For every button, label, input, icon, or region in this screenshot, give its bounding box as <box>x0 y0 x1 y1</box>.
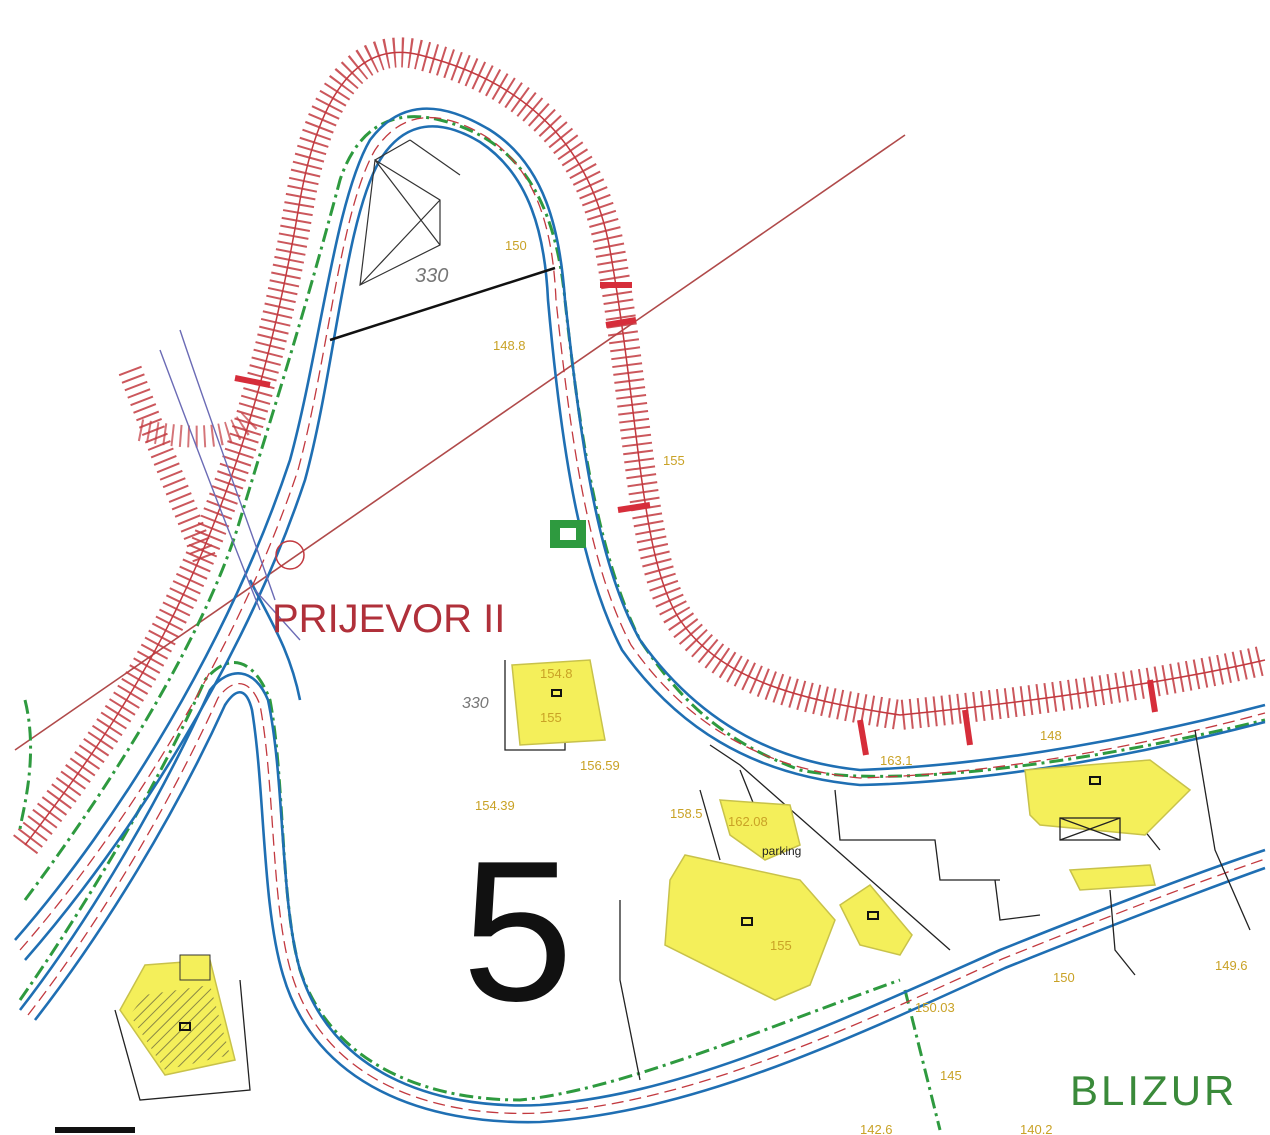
elevation-label-7: 158.5 <box>670 806 703 821</box>
elevation-label-14: 142.6 <box>860 1122 893 1135</box>
buildings <box>119 659 1192 1076</box>
slope-accents <box>234 282 1158 756</box>
area-name-label: PRIJEVOR II <box>272 597 505 641</box>
black-line <box>329 266 556 342</box>
elevation-label-10: 150 <box>1053 970 1075 985</box>
building-1 <box>511 659 606 746</box>
crossed-box <box>1059 817 1121 841</box>
embankment-hatching <box>13 37 1269 855</box>
building-3 <box>664 854 836 1001</box>
elevation-label-4: 155 <box>540 710 562 725</box>
elevation-label-3: 154.8 <box>540 666 573 681</box>
elevation-labels: 150 148.8 155 154.8 155 156.59 154.39 15… <box>475 238 1248 1135</box>
building-8 <box>179 954 211 981</box>
house-markers <box>179 689 1101 1031</box>
elevation-label-11: 149.6 <box>1215 958 1248 973</box>
elevation-label-8: 162.08 <box>728 814 768 829</box>
building-2 <box>718 799 801 861</box>
zone-number-label: 5 <box>462 820 573 1043</box>
area-name-2-label: BLIZUR <box>1070 1067 1237 1114</box>
elevation-label-9: 155 <box>770 938 792 953</box>
elevation-label-16: 148 <box>1040 728 1062 743</box>
elevation-label-5: 156.59 <box>580 758 620 773</box>
pylon-triangle <box>359 139 461 287</box>
contour-label: 330 <box>415 265 448 287</box>
road-edges <box>14 107 1266 1124</box>
building-6 <box>1068 864 1156 891</box>
contour-label-2: 330 <box>462 695 489 712</box>
junction-marker <box>275 540 305 570</box>
elevation-label-17: 163.1 <box>880 753 913 768</box>
elevation-label-1: 148.8 <box>493 338 526 353</box>
elevation-label-2: 155 <box>663 453 685 468</box>
building-5 <box>1024 759 1192 836</box>
elevation-label-12: 150.03 <box>915 1000 955 1015</box>
parking-label: parking <box>762 844 801 858</box>
elevation-label-15: 140.2 <box>1020 1122 1053 1135</box>
road-centerlines <box>19 116 1266 1115</box>
green-boundaries <box>18 115 1266 1131</box>
scale-bar <box>55 1127 135 1133</box>
elevation-label-13: 145 <box>940 1068 962 1083</box>
elevation-label-6: 154.39 <box>475 798 515 813</box>
junction-lines <box>159 329 301 641</box>
elevation-label-0: 150 <box>505 238 527 253</box>
